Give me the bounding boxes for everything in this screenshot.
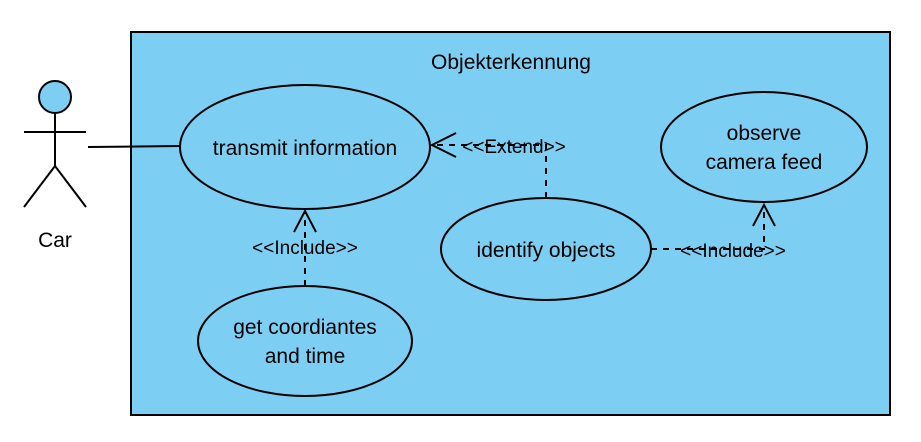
use-case-transmit-information[interactable]: transmit information bbox=[179, 84, 431, 210]
use-case-transmit-label: transmit information bbox=[213, 137, 397, 160]
use-case-get-coordinates[interactable]: get coordiantes and time bbox=[197, 285, 413, 397]
use-case-coords-label-line2: and time bbox=[265, 345, 346, 368]
actor-right-leg bbox=[54, 165, 87, 208]
use-case-observe-label-line2: camera feed bbox=[706, 151, 823, 174]
use-case-identify-objects[interactable]: identify objects bbox=[440, 197, 652, 301]
include-relation-observe[interactable]: <<Include>> bbox=[651, 202, 786, 262]
include-label-coordinates: <<Include>> bbox=[252, 238, 358, 259]
use-case-identify-label: identify objects bbox=[477, 239, 616, 262]
use-case-coords-label-line1: get coordiantes bbox=[233, 316, 377, 339]
extend-relation[interactable]: <<Extend>> bbox=[429, 132, 566, 198]
actor-car[interactable]: Car bbox=[23, 80, 87, 252]
actor-label: Car bbox=[38, 229, 72, 252]
include-relation-coordinates[interactable]: <<Include>> bbox=[252, 208, 358, 286]
system-title: Objekterkennung bbox=[431, 51, 591, 74]
actor-head bbox=[38, 80, 72, 114]
association-line bbox=[87, 145, 181, 148]
use-case-observe-camera-feed[interactable]: observe camera feed bbox=[660, 91, 868, 203]
include-label-observe: <<Include>> bbox=[680, 241, 786, 262]
use-case-observe-label-line1: observe bbox=[727, 122, 802, 145]
extend-label: <<Extend>> bbox=[462, 137, 566, 158]
actor-left-leg bbox=[23, 165, 56, 208]
